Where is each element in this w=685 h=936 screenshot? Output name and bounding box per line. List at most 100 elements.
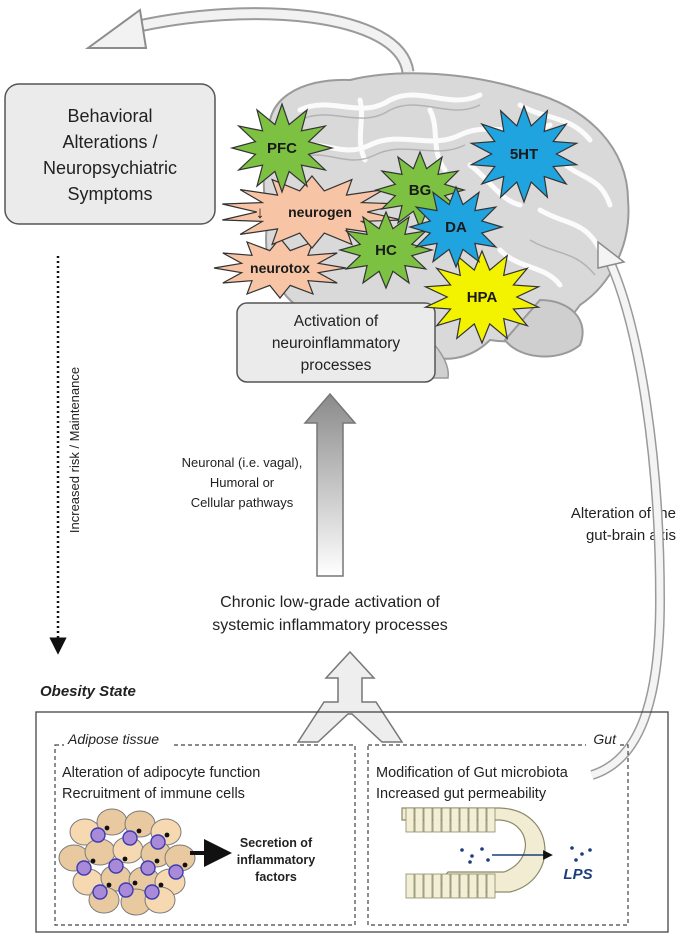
adipose-line-2: Recruitment of immune cells: [62, 786, 245, 802]
behavior-line-1: Behavioral: [67, 106, 152, 126]
lps-particle: [570, 846, 574, 850]
feedback-curved-arrow: [84, 7, 415, 74]
immune-cell-dot: [90, 858, 96, 864]
immune-cell: [122, 830, 138, 846]
brain-region-neurogen: neurogen ↓: [222, 175, 402, 249]
behavioral-alterations-box: Behavioral Alterations / Neuropsychiatri…: [4, 83, 216, 225]
immune-cell-dot: [154, 858, 160, 864]
immune-cell: [150, 834, 166, 850]
neuro-line-1: Activation of: [294, 313, 379, 330]
systemic-line-1: Chronic low-grade activation of: [220, 594, 440, 611]
systemic-inflammation-text: Chronic low-grade activation of systemic…: [212, 594, 448, 634]
brain-region-neurotox: neurotox: [213, 237, 347, 299]
villus-top: [450, 807, 460, 833]
burst-shape-neurotox: [213, 237, 347, 299]
central-up-arrow: [303, 392, 357, 577]
immune-cell-dot: [132, 880, 138, 886]
villus-bottom: [423, 873, 433, 899]
brain-region-label-bg: BG: [409, 182, 432, 199]
brain-region-da: DA: [407, 185, 505, 269]
villus-top: [414, 807, 424, 833]
brain-region-label-da: DA: [445, 219, 467, 236]
obesity-state-frame: [35, 711, 669, 933]
pathways-line-1: Neuronal (i.e. vagal),: [182, 455, 303, 470]
burst-shape-pfc: [229, 102, 335, 194]
burst-shape-hpa: [423, 249, 541, 345]
gut-line-1: Modification of Gut microbiota: [376, 765, 569, 781]
systemic-line-2: systemic inflammatory processes: [212, 617, 448, 634]
villus-bottom: [414, 873, 424, 899]
lps-particle: [486, 858, 490, 862]
neuroinflammatory-box: Activation of neuroinflammatory processe…: [236, 302, 436, 383]
gut-line-2: Increased gut permeability: [376, 786, 547, 802]
immune-cell-dot: [122, 856, 128, 862]
immune-cell: [168, 864, 184, 880]
brain-region-sht: 5HT: [469, 104, 579, 204]
brain-region-pfc: PFC: [229, 102, 335, 194]
adipose-title: Adipose tissue: [67, 731, 159, 747]
immune-cell: [90, 827, 106, 843]
adipose-panel: Adipose tissue Alteration of adipocyte f…: [54, 731, 356, 926]
secretion-line-1: Secretion of: [240, 836, 313, 850]
adipose-cells-illustration: [58, 808, 196, 916]
burst-shape-sht: [469, 104, 579, 204]
lps-particle: [468, 860, 472, 864]
villus-top: [432, 807, 442, 833]
villus-bottom: [441, 873, 451, 899]
immune-cell-dot: [164, 832, 170, 838]
villus-top: [441, 807, 451, 833]
immune-cell: [140, 860, 156, 876]
lps-particle: [588, 848, 592, 852]
immune-cell: [118, 882, 134, 898]
villus-top: [405, 807, 415, 833]
lps-particle: [460, 848, 464, 852]
secretion-line-2: inflammatory: [237, 853, 316, 867]
brain-region-label-hpa: HPA: [467, 289, 498, 306]
villus-bottom: [486, 873, 496, 899]
villus-top: [459, 807, 469, 833]
merge-arrow: [296, 650, 404, 743]
increased-risk-arrow: Increased risk / Maintenance: [49, 256, 82, 655]
brain-region-label-pfc: PFC: [267, 140, 297, 157]
gut-panel: Gut Modification of Gut microbiota Incre…: [367, 731, 629, 926]
gut-brain-line-1: Alteration of the: [571, 505, 676, 522]
lps-particle: [470, 854, 474, 858]
villus-bottom: [477, 873, 487, 899]
villus-top: [423, 807, 433, 833]
immune-cell-dot: [158, 882, 164, 888]
villus-bottom: [459, 873, 469, 899]
behavior-line-3: Neuropsychiatric: [43, 158, 177, 178]
gut-brain-curved-arrow: [590, 240, 666, 780]
burst-shape-da: [407, 185, 505, 269]
lps-particle: [580, 852, 584, 856]
lps-particle: [574, 858, 578, 862]
adipose-line-1: Alteration of adipocyte function: [62, 765, 260, 781]
villus-bottom: [450, 873, 460, 899]
secretion-line-3: factors: [255, 870, 297, 884]
immune-cell-dot: [136, 828, 142, 834]
immune-cell-dot: [106, 882, 112, 888]
brain-region-hpa: HPA: [423, 249, 541, 345]
increased-risk-label: Increased risk / Maintenance: [67, 367, 82, 533]
villus-bottom: [432, 873, 442, 899]
neuro-line-2: neuroinflammatory: [272, 335, 401, 352]
burst-shape-neurogen: [222, 175, 402, 249]
behavior-line-2: Alterations /: [62, 132, 157, 152]
decrease-arrow-icon: ↓: [256, 203, 265, 222]
villus-top: [468, 807, 478, 833]
immune-cell-dot: [182, 862, 188, 868]
lps-particle: [480, 847, 484, 851]
brain-region-label-neurogen: neurogen: [288, 204, 352, 220]
lps-label: LPS: [563, 866, 592, 883]
pathways-text: Neuronal (i.e. vagal), Humoral or Cellul…: [182, 455, 303, 510]
villus-top: [477, 807, 487, 833]
immune-cell: [76, 860, 92, 876]
behavior-line-4: Symptoms: [67, 184, 152, 204]
gut-villi-illustration: [401, 807, 592, 899]
immune-cell: [92, 884, 108, 900]
obesity-state-title: Obesity State: [40, 683, 136, 700]
immune-cell: [108, 858, 124, 874]
brain-region-label-sht: 5HT: [510, 146, 538, 163]
immune-cell-dot: [104, 825, 110, 831]
